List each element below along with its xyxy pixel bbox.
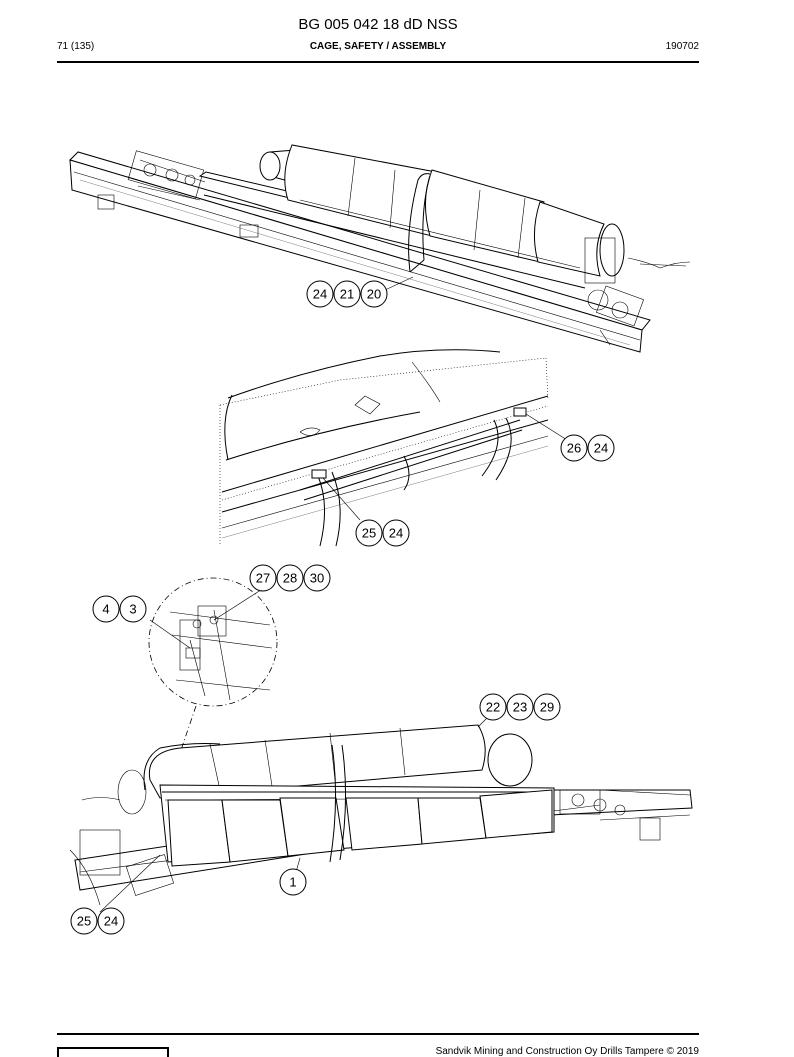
callout-group-detail-top: 27 28 30 (249, 564, 331, 592)
callout-label: 4 (102, 602, 109, 617)
lower-cage-illustration (69, 714, 693, 913)
callout-25 (355, 519, 383, 547)
top-boom-illustration (69, 144, 691, 353)
section-title: CAGE, SAFETY / ASSEMBLY (309, 41, 447, 52)
circular-detail-illustration (148, 577, 278, 789)
callout-label: 28 (283, 571, 297, 586)
callout-26 (560, 434, 588, 462)
callout-label: 27 (256, 571, 270, 586)
callout-label: 20 (367, 287, 381, 302)
callout-25 (70, 907, 98, 935)
header-rule (57, 61, 699, 63)
callout-30 (303, 564, 331, 592)
footer-copyright: Sandvik Mining and Construction Oy Drill… (435, 1046, 699, 1057)
callout-24 (382, 519, 410, 547)
callout-group-top: 24 21 20 (306, 280, 388, 308)
callout-group-lower-right: 22 23 29 (479, 693, 561, 721)
callout-20 (360, 280, 388, 308)
callout-22 (479, 693, 507, 721)
page-number: 71 (135) (57, 41, 95, 52)
callout-24 (587, 434, 615, 462)
callout-label: 24 (594, 441, 608, 456)
callout-label: 25 (362, 526, 376, 541)
callout-group-lower-left: 25 24 (70, 907, 125, 935)
callout-group-lower-item: 1 (279, 868, 307, 896)
footer-rule (57, 1033, 699, 1035)
callout-28 (276, 564, 304, 592)
callout-label: 24 (389, 526, 403, 541)
callout-3 (119, 595, 147, 623)
callout-24 (97, 907, 125, 935)
callout-label: 30 (310, 571, 324, 586)
callout-label: 22 (486, 700, 500, 715)
callout-group-detail-left: 4 3 (92, 595, 147, 623)
callout-4 (92, 595, 120, 623)
callout-label: 21 (340, 287, 354, 302)
callout-label: 26 (567, 441, 581, 456)
company-logo (57, 1047, 169, 1057)
callout-label: 29 (540, 700, 554, 715)
callout-1 (279, 868, 307, 896)
callout-label: 25 (77, 914, 91, 929)
callout-group-mid-right: 26 24 (560, 434, 615, 462)
callout-21 (333, 280, 361, 308)
callout-label: 1 (289, 875, 296, 890)
callout-29 (533, 693, 561, 721)
document-date: 190702 (665, 41, 699, 52)
middle-detail-illustration (219, 349, 576, 547)
callout-27 (249, 564, 277, 592)
callout-label: 24 (313, 287, 327, 302)
callout-label: 23 (513, 700, 527, 715)
document-title: BG 005 042 18 dD NSS (298, 16, 458, 33)
callout-group-mid-bottom: 25 24 (355, 519, 410, 547)
callout-23 (506, 693, 534, 721)
callout-label: 3 (129, 602, 136, 617)
callout-label: 24 (104, 914, 118, 929)
callout-24 (306, 280, 334, 308)
